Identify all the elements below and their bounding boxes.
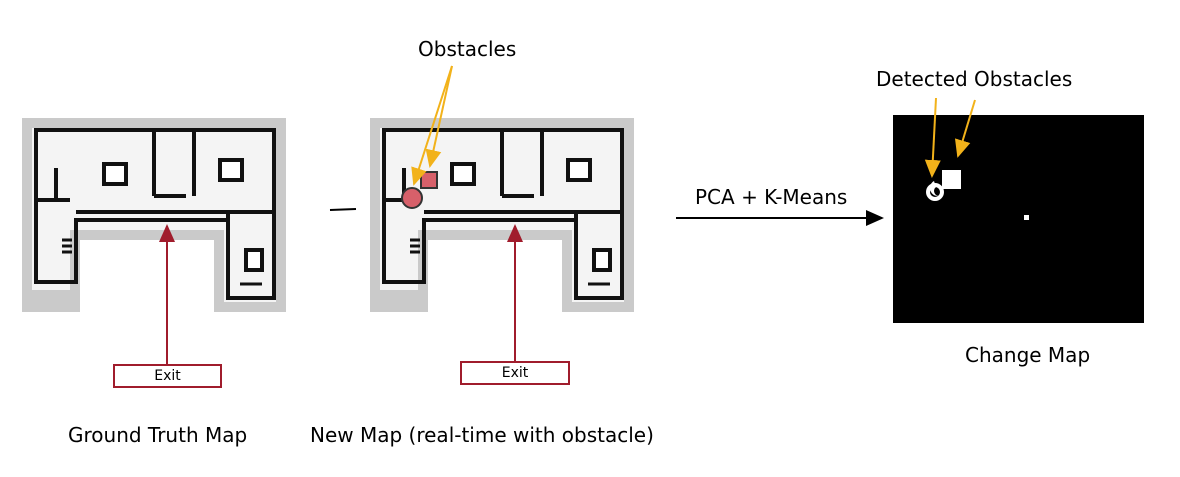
change-blob-small [1024, 215, 1029, 220]
minus-operator [329, 208, 357, 211]
change-blob-ring [926, 183, 944, 201]
change-blob-square [942, 170, 961, 189]
change-map-canvas [893, 115, 1144, 323]
exit-label-left: Exit [154, 368, 181, 384]
obstacles-label: Obstacles [418, 37, 517, 61]
new-map-caption: New Map (real-time with obstacle) [310, 423, 654, 447]
obstacles-arrow-2 [425, 65, 453, 168]
detected-arrow-1 [924, 97, 941, 178]
exit-label-middle: Exit [501, 365, 529, 381]
obstacles-arrow-1 [411, 65, 453, 186]
detected-obstacles-label: Detected Obstacles [876, 67, 1073, 91]
method-label: PCA + K-Means [695, 185, 848, 209]
obstacle-circle [401, 187, 423, 209]
ground-truth-caption: Ground Truth Map [68, 423, 248, 447]
obstacle-square [420, 171, 438, 189]
ground-truth-floorplan [20, 116, 288, 314]
new-map-floorplan [368, 116, 636, 314]
exit-box-middle: Exit [460, 361, 570, 385]
exit-box-left: Exit [113, 364, 222, 388]
detected-arrow-2 [954, 99, 976, 158]
change-map-caption: Change Map [965, 343, 1091, 367]
